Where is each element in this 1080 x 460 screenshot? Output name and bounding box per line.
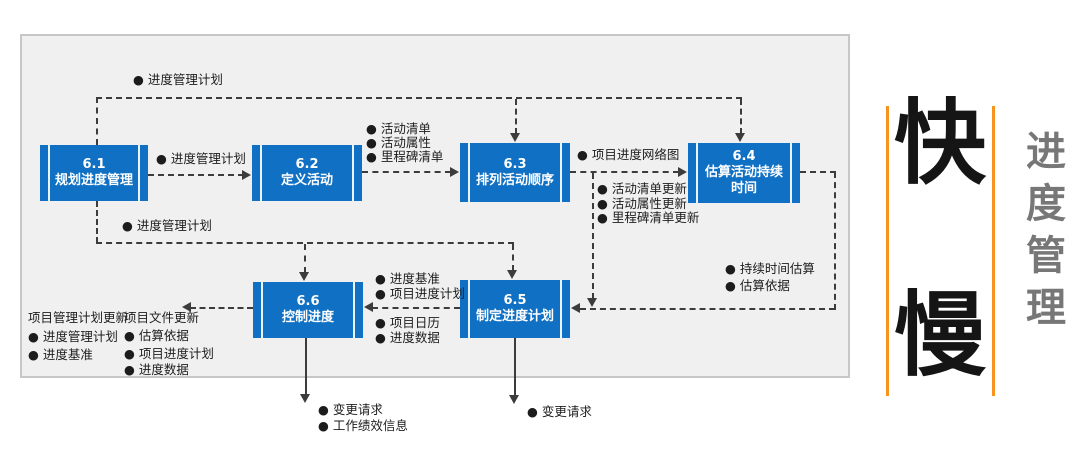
process-box-6-3: 6.3 排列活动顺序: [460, 143, 570, 202]
arrowhead-top-into-6-4: [735, 133, 745, 142]
label-work-performance: ● 工作绩效信息: [318, 418, 408, 433]
fast-character: 快: [893, 90, 986, 197]
process-box-6-5: 6.5 制定进度计划: [460, 280, 570, 338]
label-doc-upd-basis: ● 估算依据: [124, 328, 189, 343]
label-schedule-data: ● 进度数据: [375, 330, 440, 345]
process-name: 排列活动顺序: [475, 172, 554, 188]
label-doc-updates: 项目文件更新: [124, 310, 200, 325]
label-change-request-right: ● 变更请求: [527, 404, 592, 419]
arrowhead-into-6-3: [450, 167, 459, 177]
label-milestone-list-upd: ● 里程碑清单更新: [597, 210, 700, 225]
process-name: 控制进度: [281, 310, 334, 325]
label-duration-estimate: ● 持续时间估算: [725, 261, 815, 276]
arrowhead-6-6-down: [300, 394, 310, 403]
connector-6-1-to-6-2: [148, 174, 244, 176]
connector-into-6-5-right: [580, 308, 835, 310]
label-milestone-list: ● 里程碑清单: [366, 149, 444, 164]
label-plan-mid: ● 进度管理计划: [156, 151, 246, 166]
arrowhead-into-6-6-right: [364, 302, 373, 312]
connector-6-6-out-left: [190, 307, 253, 309]
process-number: 6.6: [296, 294, 320, 309]
label-activity-attr: ● 活动属性: [366, 135, 431, 150]
label-schedule-baseline: ● 进度基准: [375, 271, 440, 286]
connector-6-3-outputs-down: [592, 173, 594, 299]
connector-6-2-to-6-3: [362, 171, 451, 173]
arrowhead-join-6-5-line: [587, 298, 597, 307]
connector-6-1-top-up: [96, 97, 98, 145]
label-activity-attr-upd: ● 活动属性更新: [597, 196, 687, 211]
process-number: 6.4: [732, 149, 756, 164]
process-name: 定义活动: [280, 173, 333, 188]
process-box-6-4: 6.4 估算活动持续时间: [688, 143, 800, 203]
arrowhead-into-6-5-top: [507, 270, 517, 279]
process-name: 制定进度计划: [475, 309, 554, 324]
connector-6-5-down-solid: [514, 338, 516, 397]
label-estimate-basis: ● 估算依据: [725, 278, 790, 293]
arrowhead-6-5-down: [509, 395, 519, 404]
orange-divider-left: [886, 106, 889, 396]
orange-divider-right: [992, 106, 995, 396]
slow-character: 慢: [893, 282, 986, 389]
process-name: 规划进度管理: [54, 173, 133, 188]
connector-top-horizontal: [96, 97, 742, 99]
connector-6-3-to-6-4: [570, 171, 679, 173]
connector-6-1-bottom-down: [96, 201, 98, 243]
label-doc-upd-schedule: ● 项目进度计划: [124, 346, 214, 361]
process-box-6-2: 6.2 定义活动: [252, 145, 362, 201]
label-network-diagram: ● 项目进度网络图: [577, 147, 680, 162]
connector-top-branch-6-3: [515, 99, 517, 134]
arrowhead-top-into-6-3: [510, 133, 520, 142]
label-doc-upd-data: ● 进度数据: [124, 362, 189, 377]
label-pm-plan-upd-plan: ● 进度管理计划: [28, 329, 118, 344]
label-pm-plan-updates: 项目管理计划更新: [28, 310, 129, 325]
diagram-panel: [20, 34, 850, 378]
process-box-6-1: 6.1 规划进度管理: [40, 145, 148, 201]
arrowhead-into-6-5-right: [571, 303, 580, 313]
connector-branch-6-5: [512, 244, 514, 271]
connector-6-6-down-solid: [305, 338, 307, 396]
arrowhead-into-6-4: [678, 167, 687, 177]
label-plan-low: ● 进度管理计划: [122, 218, 212, 233]
side-title-vertical: 进度管理: [1019, 130, 1065, 338]
process-number: 6.1: [82, 157, 106, 172]
connector-branch-6-6: [304, 244, 306, 273]
process-box-6-6: 6.6 控制进度: [253, 282, 363, 338]
process-name: 估算活动持续时间: [704, 165, 783, 196]
label-activity-list: ● 活动清单: [366, 121, 431, 136]
connector-right-vertical: [834, 172, 836, 310]
label-change-request-left: ● 变更请求: [318, 402, 383, 417]
connector-mid-horizontal: [96, 242, 514, 244]
connector-6-5-to-6-6: [372, 307, 460, 309]
arrowhead-into-6-2: [242, 170, 251, 180]
process-number: 6.2: [295, 157, 319, 172]
arrowhead-6-6-out-left: [182, 302, 191, 312]
label-project-schedule: ● 项目进度计划: [375, 286, 465, 301]
label-project-calendar: ● 项目日历: [375, 315, 440, 330]
process-number: 6.5: [503, 293, 527, 308]
arrowhead-into-6-6-top: [299, 272, 309, 281]
connector-6-4-out-right: [800, 171, 836, 173]
label-activity-list-upd: ● 活动清单更新: [597, 181, 687, 196]
connector-top-branch-6-4: [740, 99, 742, 134]
process-number: 6.3: [503, 156, 527, 172]
label-plan-top: ● 进度管理计划: [133, 72, 223, 87]
label-pm-plan-upd-baseline: ● 进度基准: [28, 347, 93, 362]
